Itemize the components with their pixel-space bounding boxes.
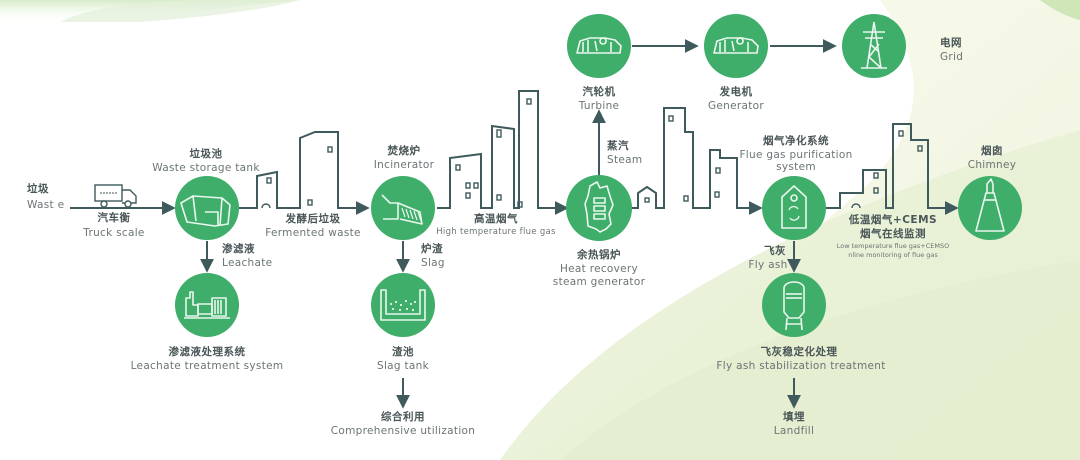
label-utilization-en: Comprehensive utilization (330, 425, 476, 437)
label-leachate-treatment-en: Leachate treatment system (130, 360, 284, 372)
label-incinerator-zh: 焚烧炉 (387, 145, 421, 157)
label-truck-scale-en: Truck scale (83, 227, 145, 239)
label-leachate-en: Leachate (222, 257, 273, 269)
node-chimney[interactable] (958, 176, 1022, 240)
storage-pit-icon (180, 195, 231, 227)
label-fermented-en: Fermented waste (265, 227, 361, 239)
chimney-icon (975, 178, 1005, 232)
label-incinerator-en: Incinerator (373, 159, 435, 171)
label-purification-en-1: Flue gas purification (739, 149, 853, 161)
slag-tank-icon (380, 289, 426, 321)
label-fly-ash-zh: 飞灰 (764, 245, 786, 257)
node-grid[interactable] (842, 14, 906, 78)
node-boiler[interactable] (566, 175, 632, 241)
treatment-plant-icon (184, 291, 230, 319)
label-purification-zh: 烟气净化系统 (763, 135, 829, 147)
label-grid-zh: 电网 (940, 37, 962, 49)
node-slag-tank[interactable] (371, 273, 435, 337)
label-purification-en-2: system (776, 161, 816, 173)
node-generator[interactable] (704, 14, 768, 78)
label-turbine-zh: 汽轮机 (582, 86, 616, 98)
label-waste-zh: 垃圾 (27, 183, 49, 195)
label-fly-ash-treatment-en: Fly ash stabilization treatment (716, 360, 886, 372)
label-hot-flue-gas-zh: 高温烟气 (474, 213, 518, 225)
flow-lines (70, 39, 959, 409)
label-utilization-zh: 综合利用 (381, 411, 425, 423)
label-generator-en: Generator (707, 100, 765, 112)
label-hot-flue-gas-en: High temperature flue gas (436, 227, 556, 237)
label-slag-zh: 炉渣 (421, 243, 443, 255)
boiler-icon (584, 181, 614, 233)
label-chimney-zh: 烟囱 (981, 145, 1003, 157)
label-steam-en: Steam (607, 154, 643, 166)
label-turbine-en: Turbine (578, 100, 620, 112)
incinerator-grate-icon (381, 194, 423, 225)
label-boiler-en-2: steam generator (552, 276, 646, 288)
recycle-tag-icon (781, 185, 807, 229)
label-fly-ash-en: Fly ash (748, 259, 788, 271)
label-slag-tank-zh: 渣池 (392, 346, 414, 358)
label-grid-en: Grid (940, 51, 964, 63)
node-purification[interactable] (762, 176, 826, 240)
truck-icon (94, 184, 137, 208)
label-slag-tank-en: Slag tank (376, 360, 430, 372)
label-waste-en: Wast e (27, 199, 65, 211)
label-leachate-zh: 渗滤液 (222, 243, 255, 255)
label-low-temp-gas-zh-2: 烟气在线监测 (860, 228, 926, 240)
label-leachate-treatment-zh: 渗滤液处理系统 (168, 346, 246, 358)
label-boiler-en-1: Heat recovery (559, 263, 639, 275)
label-slag-en: Slag (421, 257, 445, 269)
arrow-purification-to-chimney (826, 123, 959, 215)
arrow-incinerator-to-boiler (437, 90, 569, 215)
label-low-temp-gas-en-2: nline monitoring of flue gas (848, 251, 938, 259)
label-low-temp-gas-en-1: Low temperature flue gas+CEMSO (836, 242, 950, 250)
node-leachate-treatment[interactable] (175, 273, 239, 337)
label-storage-tank-en: Waste storage tank (152, 162, 260, 174)
label-landfill-en: Landfill (773, 425, 815, 437)
arrow-boiler-to-purification (632, 107, 763, 215)
label-landfill-zh: 填埋 (783, 411, 805, 423)
node-incinerator[interactable] (371, 176, 435, 240)
silo-icon (783, 281, 805, 331)
node-fly-ash-treatment[interactable] (762, 273, 826, 337)
label-fly-ash-treatment-zh: 飞灰稳定化处理 (760, 346, 838, 358)
turbine-icon (576, 37, 622, 54)
label-chimney-en: Chimney (967, 159, 1017, 171)
label-low-temp-gas-zh-1: 低温烟气+CEMS (848, 214, 938, 226)
label-generator-zh: 发电机 (719, 86, 753, 98)
generator-icon (713, 37, 759, 54)
power-tower-icon (861, 21, 887, 69)
label-boiler-zh: 余热锅炉 (577, 249, 621, 261)
node-turbine[interactable] (567, 14, 631, 78)
label-fermented-zh: 发酵后垃圾 (285, 213, 341, 225)
building-windows (261, 98, 923, 209)
arrow-storage-to-incinerator (239, 131, 370, 215)
label-truck-scale-zh: 汽车衡 (97, 212, 131, 224)
label-steam-zh: 蒸汽 (607, 140, 629, 152)
label-storage-tank-zh: 垃圾池 (189, 148, 223, 160)
